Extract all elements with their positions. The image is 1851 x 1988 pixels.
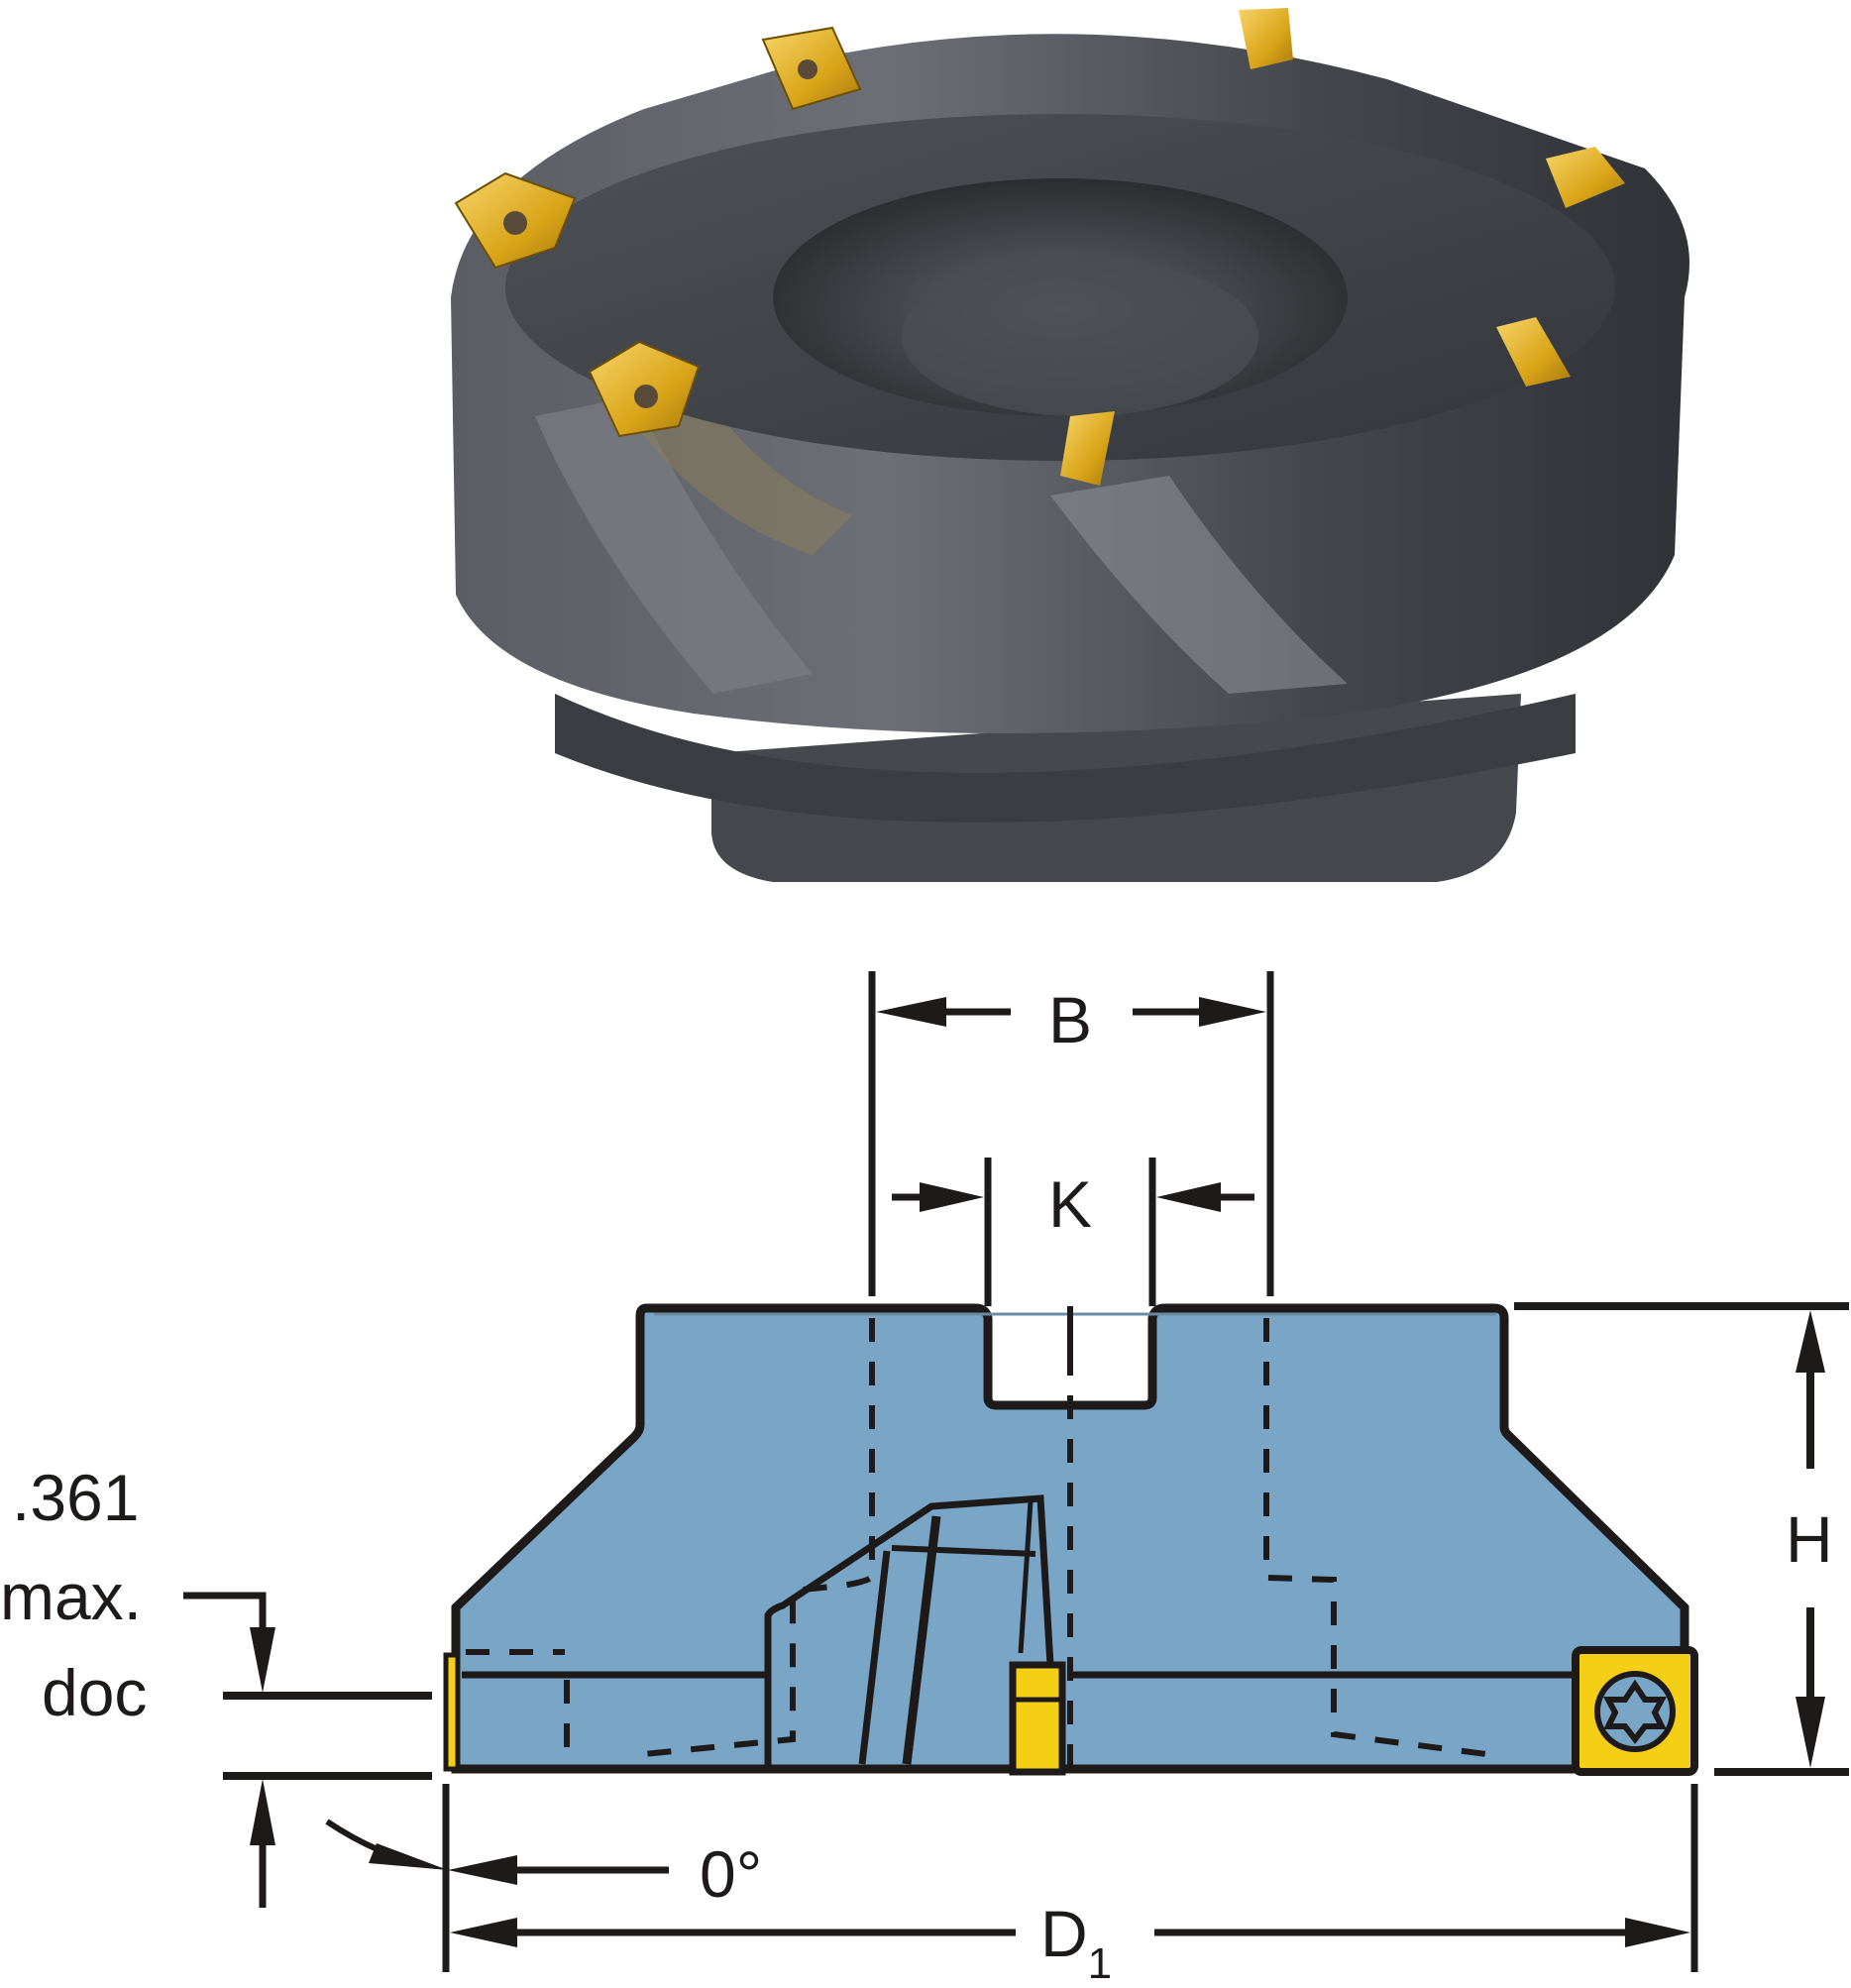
- cutter-3d-render: [451, 8, 1689, 882]
- insert-icon: [1496, 317, 1571, 387]
- d1-subscript: 1: [1087, 1939, 1113, 1988]
- insert-icon: [761, 26, 862, 111]
- doc-label: doc: [42, 1656, 148, 1729]
- insert-icon: [588, 340, 701, 438]
- dimension-label-d1: D1: [1040, 1901, 1112, 1986]
- insert-icon: [454, 171, 577, 270]
- doc-value: .361: [12, 1461, 140, 1534]
- d1-main: D: [1040, 1897, 1088, 1970]
- insert-icon: [1546, 147, 1625, 208]
- dimension-label-b: B: [1048, 983, 1093, 1056]
- insert-icon: [1239, 8, 1293, 69]
- dimension-label-angle: 0°: [700, 1837, 763, 1911]
- torx-screw-icon: [1602, 1679, 1668, 1744]
- doc-max-label: max.: [0, 1560, 143, 1633]
- insert-icon: [1060, 411, 1115, 486]
- dimension-label-h: H: [1786, 1502, 1833, 1576]
- dimension-label-k: K: [1048, 1167, 1093, 1241]
